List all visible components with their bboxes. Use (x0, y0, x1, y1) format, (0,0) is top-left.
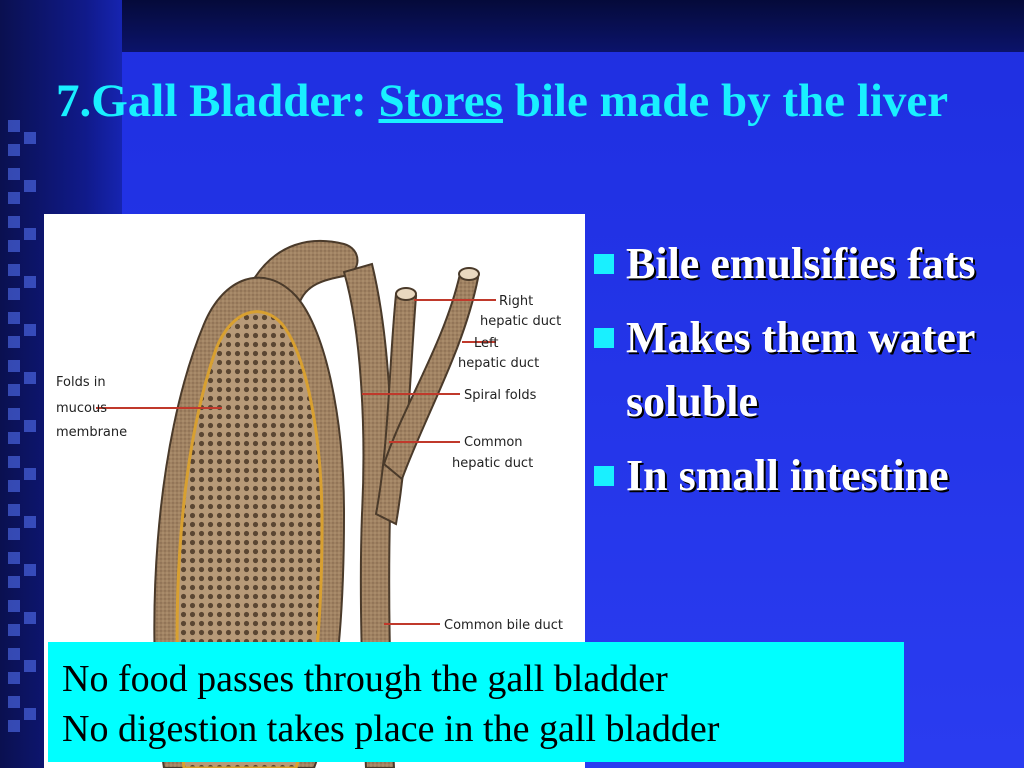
bullet-item: Makes them water soluble (590, 306, 1020, 434)
label-folds-2: mucous (56, 401, 107, 416)
title-term: Gall Bladder (91, 75, 352, 127)
right-duct-opening (395, 287, 417, 301)
decor-square (8, 648, 20, 660)
decor-square (8, 552, 20, 564)
decor-square (8, 288, 20, 300)
decor-square (24, 372, 36, 384)
bullet-list: Bile emulsifies fats Makes them water so… (590, 232, 1020, 518)
decor-square (8, 504, 20, 516)
decor-square (8, 624, 20, 636)
bullet-text: In small intestine (626, 451, 949, 500)
decor-square (8, 480, 20, 492)
decor-square (24, 468, 36, 480)
bullet-item: Bile emulsifies fats (590, 232, 1020, 296)
decor-square (8, 720, 20, 732)
decor-square (8, 168, 20, 180)
decor-square (8, 336, 20, 348)
decor-square (24, 708, 36, 720)
label-common-hepatic-2: hepatic duct (452, 456, 533, 471)
bullet-text: Bile emulsifies fats (626, 239, 976, 288)
label-folds-3: membrane (56, 425, 127, 440)
decor-square (8, 312, 20, 324)
label-left-hepatic-1: Left (474, 336, 498, 351)
decor-square (8, 384, 20, 396)
decor-square (8, 120, 20, 132)
decor-square (24, 228, 36, 240)
bullet-item: In small intestine (590, 444, 1020, 508)
decor-square (8, 192, 20, 204)
left-decor-squares (8, 120, 38, 760)
bullet-square-icon (594, 466, 614, 486)
decor-square (24, 276, 36, 288)
label-right-hepatic-2: hepatic duct (480, 314, 561, 329)
label-common-bile-duct: Common bile duct (444, 618, 563, 633)
decor-square (8, 144, 20, 156)
title-rest: bile made by the liver (502, 75, 949, 127)
label-common-hepatic-1: Common (464, 435, 523, 450)
decor-square (8, 264, 20, 276)
decor-square (24, 516, 36, 528)
decor-square (8, 216, 20, 228)
label-left-hepatic-2: hepatic duct (458, 356, 539, 371)
note-line-1: No food passes through the gall bladder (62, 658, 668, 700)
decor-square (8, 672, 20, 684)
decor-square (8, 576, 20, 588)
decor-square (8, 600, 20, 612)
bullet-square-icon (594, 254, 614, 274)
decor-square (24, 564, 36, 576)
decor-square (8, 360, 20, 372)
decor-square (8, 432, 20, 444)
decor-square (8, 528, 20, 540)
decor-square (24, 420, 36, 432)
label-right-hepatic-1: Right (499, 294, 533, 309)
decor-square (8, 240, 20, 252)
decor-square (24, 660, 36, 672)
decor-square (24, 180, 36, 192)
top-band (0, 0, 1024, 52)
left-duct-opening (458, 267, 480, 281)
title-underlined-word: Stores (378, 75, 503, 127)
note-box: No food passes through the gall bladder … (48, 642, 904, 762)
decor-square (24, 612, 36, 624)
note-line-2: No digestion takes place in the gall bla… (62, 708, 720, 750)
bullet-text: Makes them water soluble (626, 313, 975, 426)
leader-lines (96, 299, 496, 625)
label-spiral-folds: Spiral folds (464, 388, 537, 403)
bullet-square-icon (594, 328, 614, 348)
decor-square (24, 132, 36, 144)
decor-square (8, 408, 20, 420)
decor-square (8, 696, 20, 708)
title-colon: : (351, 75, 367, 127)
decor-square (24, 324, 36, 336)
decor-square (8, 456, 20, 468)
title-number: 7. (56, 75, 92, 127)
slide-title: 7.Gall Bladder: Stores bile made by the … (56, 72, 1006, 130)
label-folds-1: Folds in (56, 375, 106, 390)
title-space (367, 75, 379, 127)
